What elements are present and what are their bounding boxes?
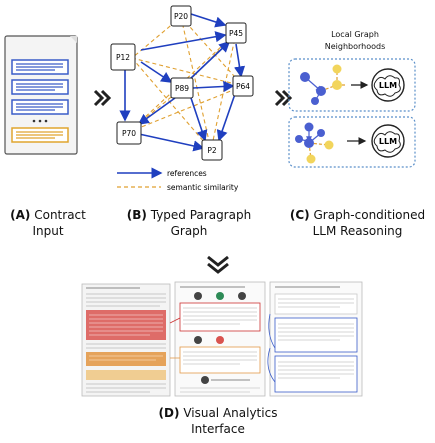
graph-node: P45 bbox=[225, 22, 247, 44]
svg-text:P45: P45 bbox=[229, 29, 243, 38]
graph-node: P20 bbox=[170, 5, 192, 27]
graph-node-icon bbox=[332, 64, 342, 74]
caption-typed-paragraph-graph: (B) Typed Paragraph Graph bbox=[126, 208, 252, 238]
visual-analytics-interface-thumbnail bbox=[81, 281, 363, 397]
graph-node-icon bbox=[304, 138, 314, 148]
brain-icon: LLM bbox=[371, 124, 405, 158]
double-chevron-down-icon bbox=[207, 255, 229, 274]
graph-node: P89 bbox=[170, 77, 194, 99]
interface-panel-neighborhood bbox=[267, 281, 363, 397]
brain-icon: LLM bbox=[371, 68, 405, 102]
svg-text:LLM: LLM bbox=[379, 81, 397, 90]
svg-text:P89: P89 bbox=[175, 84, 189, 93]
paragraph-graph: P20 P45 P12 P89 P64 P70 P2 references se… bbox=[110, 5, 254, 192]
neighborhoods-title: Local Graph Neighborhoods bbox=[324, 30, 386, 51]
svg-text:P2: P2 bbox=[207, 146, 217, 155]
graph-node: P64 bbox=[232, 75, 254, 97]
caption-contract-input: (A) Contract Input bbox=[10, 208, 86, 238]
paragraph-block-1 bbox=[11, 59, 69, 75]
interface-panel-graph bbox=[169, 281, 266, 397]
double-chevron-right-icon bbox=[93, 89, 112, 107]
graph-node: P12 bbox=[110, 43, 136, 71]
reference-edges bbox=[119, 13, 246, 152]
svg-text:P12: P12 bbox=[116, 53, 130, 62]
neighborhoods-diagram: LLM LLM bbox=[288, 58, 416, 168]
graph-node-icon bbox=[295, 135, 303, 143]
graph-node-icon bbox=[317, 129, 325, 137]
paragraph-block-3 bbox=[11, 99, 69, 115]
double-chevron-right-icon bbox=[274, 89, 293, 107]
graph-node-icon bbox=[316, 86, 326, 96]
caption-llm-reasoning: (C) Graph-conditioned LLM Reasoning bbox=[289, 208, 426, 238]
svg-text:references: references bbox=[167, 169, 207, 178]
paragraph-block-highlighted bbox=[11, 127, 69, 143]
svg-text:P64: P64 bbox=[236, 82, 250, 91]
graph-node-icon bbox=[306, 154, 316, 164]
graph-node-icon bbox=[311, 97, 319, 105]
neighborhood-box: LLM bbox=[288, 58, 416, 112]
contract-document-icon bbox=[4, 35, 78, 155]
graph-node-icon bbox=[324, 140, 334, 150]
graph-node-icon bbox=[304, 122, 314, 132]
paragraph-block-2 bbox=[11, 79, 69, 95]
interface-panel-contract bbox=[81, 283, 171, 397]
svg-text:P70: P70 bbox=[122, 129, 136, 138]
graph-node: P2 bbox=[201, 139, 223, 161]
svg-text:semantic similarity: semantic similarity bbox=[167, 183, 239, 192]
neighborhood-box: LLM bbox=[288, 116, 416, 168]
svg-text:LLM: LLM bbox=[379, 137, 397, 146]
svg-text:P20: P20 bbox=[174, 12, 188, 21]
ellipsis-icon bbox=[32, 119, 48, 123]
caption-visual-analytics-interface: (D) Visual Analytics Interface bbox=[158, 406, 278, 436]
graph-node-icon bbox=[332, 80, 342, 90]
graph-node: P70 bbox=[116, 121, 142, 145]
graph-node-icon bbox=[300, 72, 310, 82]
graph-legend: references semantic similarity bbox=[117, 167, 239, 192]
